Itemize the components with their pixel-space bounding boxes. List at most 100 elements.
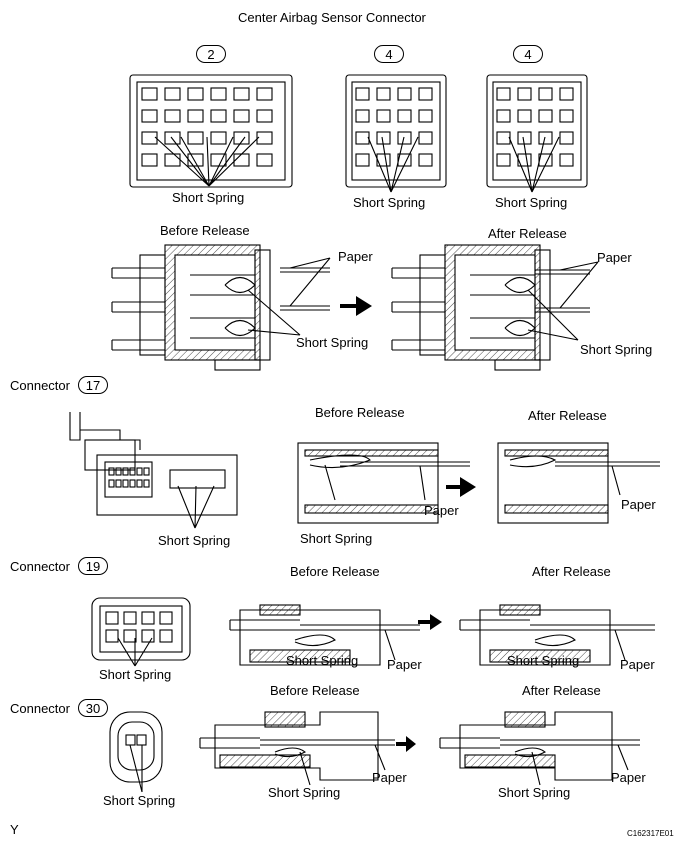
paper-label: Paper <box>597 250 632 265</box>
terminal-cell <box>164 153 181 167</box>
terminal-cell <box>115 467 122 476</box>
terminal-cell <box>418 87 433 101</box>
connector-badge-17: 17 <box>78 376 108 394</box>
short-spring-label: Short Spring <box>498 785 571 800</box>
terminal-cell <box>397 131 412 145</box>
after-release-label: After Release <box>522 683 601 698</box>
terminal-cell <box>136 479 143 488</box>
connector-19-drawing <box>91 597 191 667</box>
arrow-icon <box>396 736 416 752</box>
terminal-cell <box>141 109 158 123</box>
short-spring-label: Short Spring <box>103 793 176 808</box>
pin-badge-4a: 4 <box>374 45 404 63</box>
terminal-cell <box>164 131 181 145</box>
connector-4a-drawing <box>345 74 447 193</box>
terminal-cell <box>559 87 574 101</box>
terminal-cell <box>122 467 129 476</box>
connector-17-after-drawing <box>497 442 660 524</box>
connector-badge-30: 30 <box>78 699 108 717</box>
terminal-cell <box>108 479 115 488</box>
terminal-cell <box>496 109 511 123</box>
terminal-cell <box>496 131 511 145</box>
short-spring-label: Short Spring <box>99 667 172 682</box>
paper-label: Paper <box>621 497 656 512</box>
terminal-cell <box>559 131 574 145</box>
terminal-cell <box>233 87 250 101</box>
short-spring-label: Short Spring <box>353 195 426 210</box>
terminal-cell <box>187 109 204 123</box>
short-spring-label: Short Spring <box>495 195 568 210</box>
before-release-label: Before Release <box>290 564 380 579</box>
figure-code: C162317E01 <box>627 829 674 838</box>
connector-label: Connector <box>10 701 70 716</box>
connector-30-after-drawing <box>439 711 640 786</box>
connector-badge-19: 19 <box>78 557 108 575</box>
terminal-cell <box>418 131 433 145</box>
arrow-icon <box>418 614 442 630</box>
terminal-cell <box>115 479 122 488</box>
terminal-cell <box>143 467 150 476</box>
terminal-cell <box>141 153 158 167</box>
paper-label: Paper <box>387 657 422 672</box>
connector-label: Connector <box>10 378 70 393</box>
short-spring-label: Short Spring <box>580 342 653 357</box>
short-spring-label: Short Spring <box>268 785 341 800</box>
terminal-cell <box>210 131 227 145</box>
connector-17-drawing <box>69 412 238 529</box>
terminal-cell <box>164 109 181 123</box>
arrow-icon <box>446 477 476 497</box>
terminal-cell <box>355 153 370 167</box>
terminal-cell <box>187 131 204 145</box>
terminal-cell <box>496 153 511 167</box>
connector-30-drawing <box>109 711 163 793</box>
terminal-cell <box>129 467 136 476</box>
terminal-cell <box>418 109 433 123</box>
terminal-cell <box>256 109 273 123</box>
terminal-cell <box>233 131 250 145</box>
terminal-cell <box>256 153 273 167</box>
terminal-cell <box>517 109 532 123</box>
terminal-cell <box>141 131 158 145</box>
short-spring-label: Short Spring <box>158 533 231 548</box>
terminal-cell <box>355 109 370 123</box>
terminal-cell <box>187 153 204 167</box>
connector-19-after-drawing <box>459 604 655 666</box>
terminal-cell <box>517 87 532 101</box>
terminal-cell <box>210 87 227 101</box>
terminal-cell <box>559 153 574 167</box>
terminal-cell <box>355 87 370 101</box>
main-before-release-drawing <box>111 244 331 371</box>
terminal-cell <box>355 131 370 145</box>
short-spring-label: Short Spring <box>286 653 359 668</box>
terminal-cell <box>210 109 227 123</box>
terminal-cell <box>141 611 155 625</box>
after-release-label: After Release <box>528 408 607 423</box>
before-release-label: Before Release <box>270 683 360 698</box>
connector-17-before-drawing <box>297 442 470 524</box>
terminal-cell <box>517 153 532 167</box>
short-spring-label: Short Spring <box>296 335 369 350</box>
terminal-cell <box>538 131 553 145</box>
terminal-cell <box>159 611 173 625</box>
terminal-cell <box>256 131 273 145</box>
paper-label: Paper <box>338 249 373 264</box>
terminal-cell <box>559 109 574 123</box>
terminal-cell <box>538 109 553 123</box>
terminal-cell <box>164 87 181 101</box>
terminal-cell <box>159 629 173 643</box>
terminal-cell <box>233 109 250 123</box>
paper-label: Paper <box>620 657 655 672</box>
terminal-cell <box>129 479 136 488</box>
terminal-cell <box>517 131 532 145</box>
page-title: Center Airbag Sensor Connector <box>238 10 426 25</box>
before-release-label: Before Release <box>160 223 250 238</box>
main-after-release-drawing <box>391 244 599 371</box>
terminal-cell <box>108 467 115 476</box>
connector-2-cells <box>141 87 273 167</box>
terminal-cell <box>496 87 511 101</box>
terminal-cell <box>105 629 119 643</box>
terminal-cell <box>376 109 391 123</box>
pin-badge-4b: 4 <box>513 45 543 63</box>
